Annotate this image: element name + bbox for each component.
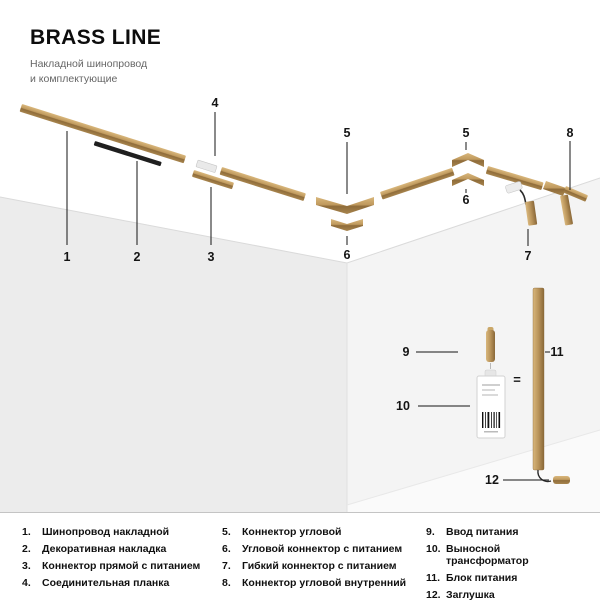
legend-item: 5. Коннектор угловой [222, 526, 426, 538]
callout-5a: 5 [344, 126, 351, 140]
callout-3: 3 [208, 250, 215, 264]
legend-item-label: Выносной трансформатор [446, 543, 529, 568]
legend-item-label: Угловой коннектор с питанием [242, 543, 403, 556]
floor-edge [346, 429, 600, 506]
legend-item-number: 2. [22, 543, 31, 556]
legend-item-number: 4. [22, 577, 31, 590]
legend-item-label: Шинопровод накладной [42, 526, 170, 538]
brand-subtitle-line2: и комплектующие [30, 73, 118, 86]
legend-item-number: 10. [426, 543, 441, 556]
legend: 1. Шинопровод накладной 2. Декоративная … [0, 512, 600, 601]
wall-left [0, 197, 347, 512]
legend-column-2: 5. Коннектор угловой 6. Угловой коннекто… [222, 526, 426, 600]
remote-transformer [476, 375, 506, 439]
power-supply-bar [532, 287, 545, 471]
callout-4: 4 [212, 96, 219, 110]
callout-9: 9 [403, 345, 410, 359]
legend-item: 8. Коннектор угловой внутренний [222, 577, 426, 589]
legend-item-label: Соединительная планка [42, 577, 170, 590]
label-line [484, 431, 498, 433]
legend-item: 3. Коннектор прямой с питанием [22, 560, 222, 572]
legend-item-number: 8. [222, 577, 231, 590]
callout-12: 12 [485, 473, 499, 487]
legend-item-label: Коннектор угловой внутренний [242, 577, 407, 590]
straight-connector-powered [192, 170, 234, 190]
legend-item-number: 7. [222, 560, 231, 573]
label-line [482, 394, 498, 396]
legend-item: 12. Заглушка [426, 589, 584, 601]
legend-item: 2. Декоративная накладка [22, 543, 222, 555]
legend-item-number: 11. [426, 572, 441, 585]
legend-item: 11. Блок питания [426, 572, 584, 584]
label-line [482, 384, 500, 386]
legend-item-number: 9. [426, 526, 435, 538]
product-diagram: 1 2 3 4 5 5 6 6 7 8 9 10 11 12 = [0, 96, 600, 512]
power-input [486, 330, 495, 362]
callout-6b: 6 [463, 193, 470, 207]
legend-item: 9. Ввод питания [426, 526, 584, 538]
power-group [476, 287, 570, 484]
corner-main [316, 197, 374, 231]
legend-column-3: 9. Ввод питания 10. Выносной трансформат… [426, 526, 584, 601]
callout-6a: 6 [344, 248, 351, 262]
brand-subtitle-line1: Накладной шинопровод [30, 58, 148, 70]
flexible-connector-assembly [505, 181, 538, 226]
track-segment [19, 104, 186, 164]
callout-2: 2 [134, 250, 141, 264]
legend-item-label: Заглушка [446, 589, 495, 601]
callout-7: 7 [525, 249, 532, 263]
legend-item: 6. Угловой коннектор с питанием [222, 543, 426, 555]
track-segment [380, 168, 455, 200]
header: BRASS LINE Накладной шинопровод и компле… [30, 26, 161, 87]
track-segment [219, 167, 306, 201]
legend-item-number: 6. [222, 543, 231, 556]
legend-item: 7. Гибкий коннектор с питанием [222, 560, 426, 572]
legend-item-number: 12. [426, 589, 441, 601]
legend-item-label: Декоративная накладка [42, 543, 167, 556]
label-line [482, 389, 495, 391]
track-run-right [380, 153, 588, 226]
callout-10: 10 [396, 399, 410, 413]
legend-item: 1. Шинопровод накладной [22, 526, 222, 538]
wall-track-piece [525, 200, 538, 226]
callout-8: 8 [567, 126, 574, 140]
legend-item-number: 5. [222, 526, 231, 538]
legend-item-label: Коннектор угловой [242, 526, 342, 538]
wall-track-piece [560, 194, 573, 226]
callout-numbers: 1 2 3 4 5 5 6 6 7 8 9 10 11 12 = [64, 96, 574, 487]
track-segment [485, 166, 544, 190]
corner-connector [316, 197, 374, 214]
legend-item-number: 1. [22, 526, 31, 538]
legend-item-label: Коннектор прямой с питанием [42, 560, 201, 573]
callout-11: 11 [550, 345, 563, 359]
callout-5b: 5 [463, 126, 470, 140]
equals-sign: = [513, 372, 521, 387]
joining-plate [195, 159, 218, 173]
decorative-cover [93, 141, 162, 167]
brand-subtitle: Накладной шинопровод и комплектующие [30, 57, 161, 87]
barcode [482, 412, 501, 428]
callout-1: 1 [64, 250, 71, 264]
legend-item-label: Блок питания [446, 572, 518, 585]
track-run-left [19, 104, 306, 201]
leader-lines [66, 112, 571, 481]
flex-connector-head [505, 181, 523, 194]
corner-connector [452, 153, 484, 167]
brand-title: BRASS LINE [30, 26, 162, 49]
corner-connector-powered [452, 173, 484, 186]
inner-corner-connector [543, 181, 566, 196]
track-segment [563, 186, 588, 202]
legend-item-number: 3. [22, 560, 31, 573]
legend-item: 10. Выносной трансформатор [426, 543, 584, 567]
legend-item: 4. Соединительная планка [22, 577, 222, 589]
legend-item-label: Гибкий коннектор с питанием [242, 560, 397, 573]
end-cap [553, 476, 570, 484]
corner-connector-powered [331, 219, 363, 231]
power-cable [537, 469, 552, 483]
legend-column-1: 1. Шинопровод накладной 2. Декоративная … [22, 526, 222, 600]
legend-item-label: Ввод питания [446, 526, 519, 538]
